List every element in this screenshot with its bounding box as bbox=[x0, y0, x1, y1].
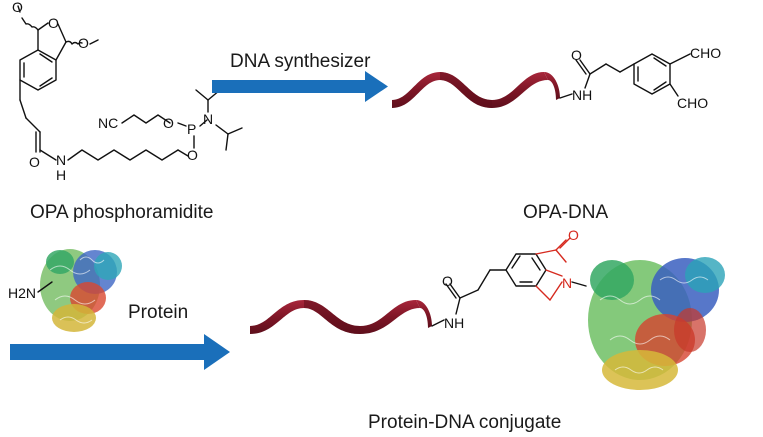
product-1-label: OPA-DNA bbox=[523, 202, 608, 223]
product-2-label: Protein-DNA conjugate bbox=[368, 412, 561, 433]
atom-o-methoxy-right: O bbox=[78, 35, 89, 51]
atom-cho-upper: CHO bbox=[690, 45, 721, 61]
atom-o-methoxy-left: O bbox=[12, 0, 23, 15]
atom-nc-cyano: NC bbox=[98, 115, 118, 131]
reagent-label: OPA phosphoramidite bbox=[30, 202, 213, 223]
arrow-step-1-label: DNA synthesizer bbox=[230, 51, 371, 72]
arrow-step-2 bbox=[10, 334, 230, 370]
atom-cho-lower: CHO bbox=[677, 95, 708, 111]
atom-h-amide: H bbox=[56, 167, 66, 183]
conjugate-structure: O NH O N bbox=[431, 227, 587, 331]
protein-illustration-right bbox=[588, 257, 725, 390]
atom-o-lactam: O bbox=[568, 227, 579, 243]
atom-o-carbonyl: O bbox=[29, 154, 40, 170]
dna-ribbon-bottom bbox=[250, 300, 432, 334]
atom-nh-conjugate: NH bbox=[444, 315, 464, 331]
atom-o-phosphite-lower: O bbox=[187, 147, 198, 163]
arrow-step-2-label: Protein bbox=[128, 302, 188, 323]
atom-o-amide-dna: O bbox=[571, 47, 582, 63]
atom-o-acetal: O bbox=[48, 15, 59, 31]
atom-n-diisopropyl: N bbox=[203, 111, 213, 127]
opa-dna-structure: O NH CHO CHO bbox=[559, 45, 721, 111]
atom-n-amide: N bbox=[56, 152, 66, 168]
atom-o-amide-conjugate: O bbox=[442, 273, 453, 289]
atom-n-lactam: N bbox=[562, 275, 572, 291]
atom-h2n: H2N bbox=[8, 285, 36, 301]
atom-o-phosphite-upper: O bbox=[163, 115, 174, 131]
opa-phosphoramidite-structure: O O O O N H O P O N NC bbox=[12, 0, 243, 183]
protein-illustration-left bbox=[40, 249, 122, 332]
atom-p: P bbox=[187, 121, 196, 137]
dna-ribbon-top bbox=[392, 72, 560, 108]
atom-nh-dna: NH bbox=[572, 87, 592, 103]
arrow-step-1 bbox=[212, 71, 388, 102]
